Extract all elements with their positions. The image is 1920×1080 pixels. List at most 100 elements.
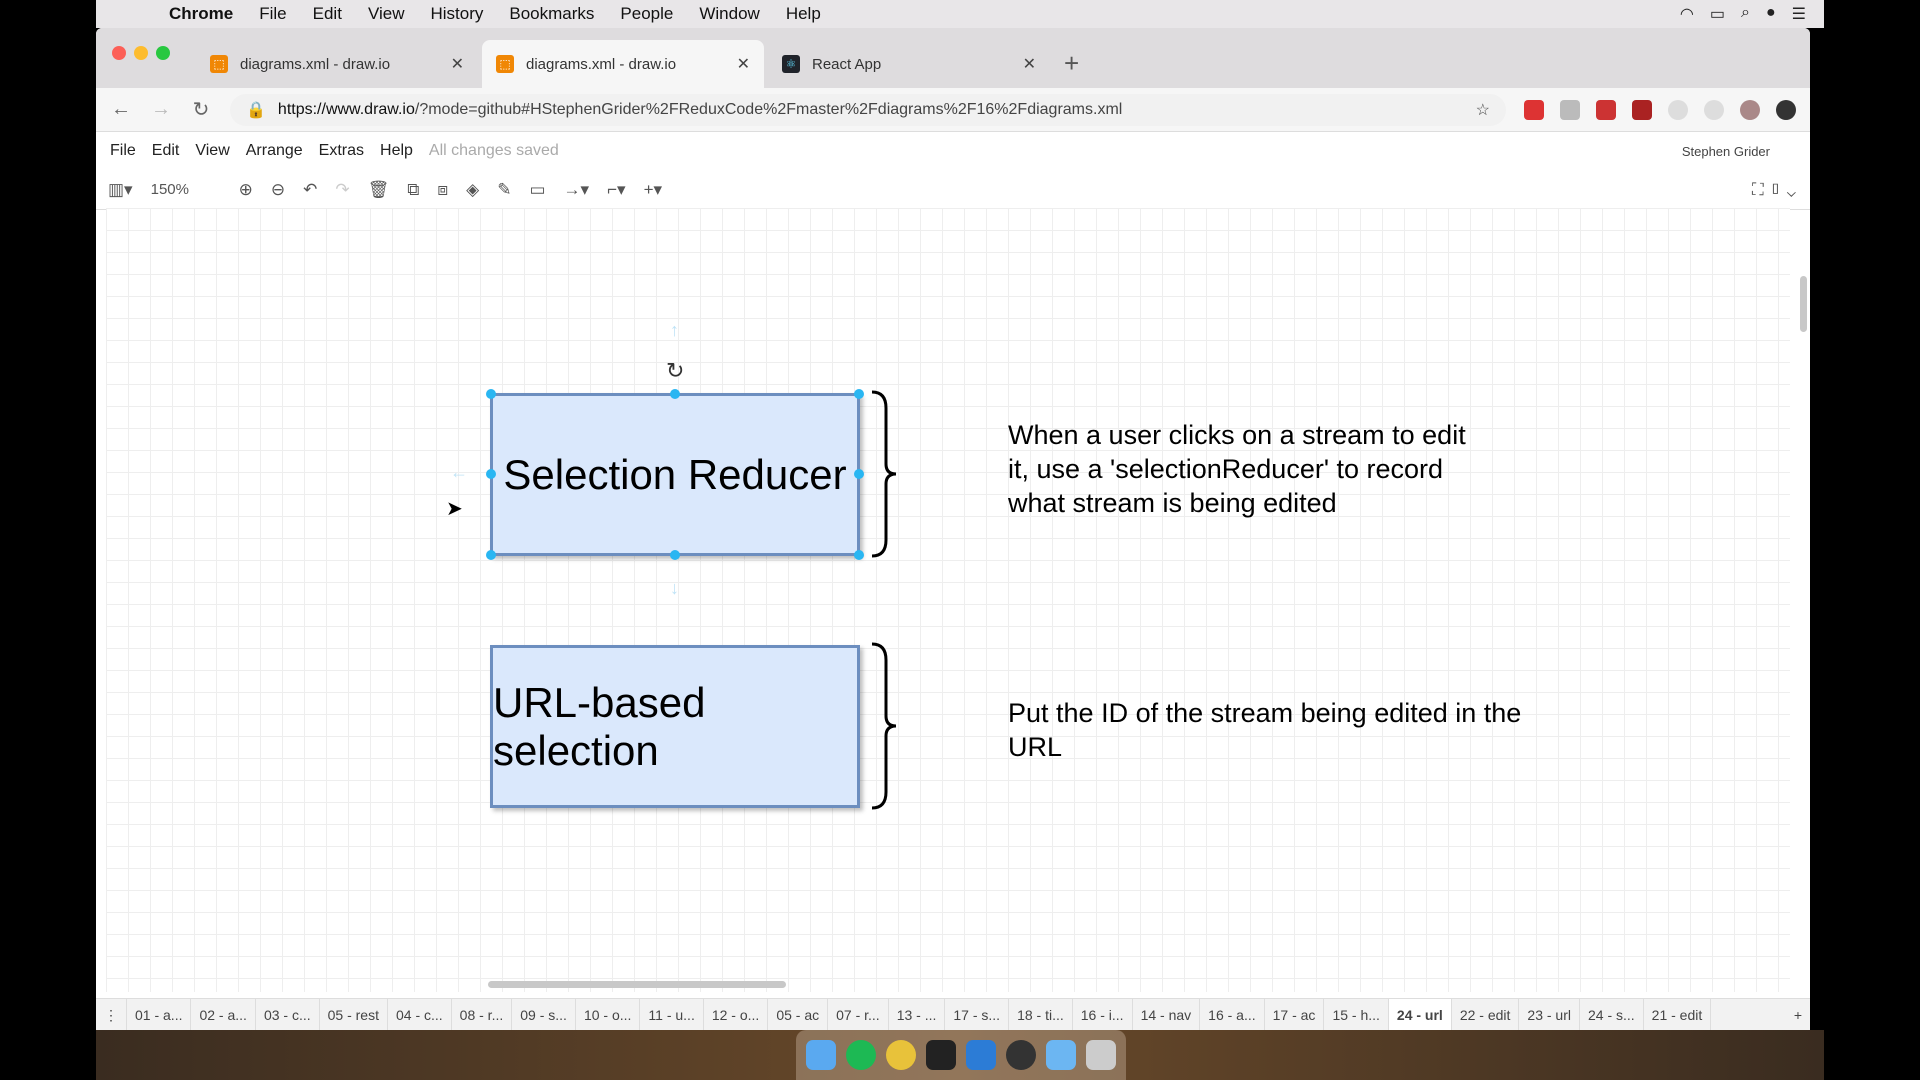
page-tab[interactable]: 24 - url xyxy=(1388,998,1452,1030)
redo-icon[interactable]: ↷ xyxy=(335,179,350,199)
page-tab[interactable]: 07 - r... xyxy=(828,998,889,1030)
minimize-window-button[interactable] xyxy=(134,46,148,60)
connect-arrow-left-icon[interactable]: ← xyxy=(450,462,468,482)
forward-icon[interactable]: → xyxy=(151,98,171,120)
menu-view[interactable]: View xyxy=(367,4,405,23)
page-tab[interactable]: 14 - nav xyxy=(1133,998,1201,1030)
description-1[interactable]: When a user clicks on a stream to edit i… xyxy=(1008,420,1466,518)
page-tab[interactable]: 23 - url xyxy=(1519,998,1580,1030)
user-menu[interactable]: Stephen Grider xyxy=(1681,143,1770,159)
fill-color-icon[interactable]: ◈ xyxy=(466,179,480,199)
drawio-menu-help[interactable]: Help xyxy=(380,142,413,159)
close-tab-icon[interactable]: ✕ xyxy=(450,56,464,73)
connect-arrow-down-icon[interactable]: ↓ xyxy=(670,578,679,598)
delete-icon[interactable]: 🗑 xyxy=(367,179,390,199)
page-tab[interactable]: 05 - rest xyxy=(320,998,388,1030)
zoom-in-icon[interactable]: ⊕ xyxy=(238,179,253,199)
page-tab[interactable]: 17 - s... xyxy=(945,998,1010,1030)
page-tab[interactable]: 21 - edit xyxy=(1644,998,1712,1030)
menu-people[interactable]: People xyxy=(620,4,674,23)
insert-icon[interactable]: +▾ xyxy=(643,179,663,199)
search-icon[interactable]: ⌕ xyxy=(1741,4,1750,21)
page-tab[interactable]: 03 - c... xyxy=(256,998,320,1030)
trash-icon[interactable] xyxy=(1086,1040,1116,1070)
reload-icon[interactable]: ↻ xyxy=(192,99,210,121)
menu-edit[interactable]: Edit xyxy=(312,4,342,23)
menu-file[interactable]: File xyxy=(259,4,287,23)
resize-handle[interactable] xyxy=(670,389,680,399)
extension-icon[interactable] xyxy=(1596,99,1616,120)
menu-bookmarks[interactable]: Bookmarks xyxy=(509,4,595,23)
wifi-icon[interactable]: ◠ xyxy=(1679,6,1694,23)
zoom-out-icon[interactable]: ⊖ xyxy=(270,179,286,199)
drawio-menu-extras[interactable]: Extras xyxy=(318,142,365,159)
css-extension-icon[interactable] xyxy=(1560,99,1580,120)
page-tab[interactable]: 08 - r... xyxy=(452,998,513,1030)
resize-handle[interactable] xyxy=(486,550,496,560)
resize-handle[interactable] xyxy=(854,389,864,399)
resize-handle[interactable] xyxy=(854,469,864,479)
menu-history[interactable]: History xyxy=(430,4,484,23)
page-tab[interactable]: 02 - a... xyxy=(191,998,256,1030)
spotify-icon[interactable] xyxy=(846,1040,876,1070)
selection-reducer-box[interactable]: Selection Reducer xyxy=(490,393,860,556)
curly-brace-1[interactable] xyxy=(868,388,908,560)
to-back-icon[interactable]: ⧈ xyxy=(437,179,449,199)
address-bar[interactable]: 🔒 https://www.draw.io/?mode=github#HStep… xyxy=(230,93,1506,126)
resize-handle[interactable] xyxy=(486,469,496,479)
opera-extension-icon[interactable] xyxy=(1524,99,1544,120)
resize-handle[interactable] xyxy=(486,389,496,399)
extension-icon[interactable] xyxy=(1704,99,1724,120)
page-tab[interactable]: 15 - h... xyxy=(1324,998,1389,1030)
pages-menu-icon[interactable]: ⋮ xyxy=(96,998,127,1030)
new-tab-button[interactable]: + xyxy=(1064,48,1080,78)
connect-arrow-up-icon[interactable]: ↑ xyxy=(670,320,679,340)
tab-diagrams-2[interactable]: ⬚ diagrams.xml - draw.io ✕ xyxy=(482,40,764,88)
rotate-handle-icon[interactable]: ↻ xyxy=(666,358,685,383)
page-tab[interactable]: 05 - ac xyxy=(768,998,829,1030)
drawio-menu-edit[interactable]: Edit xyxy=(151,142,180,159)
siri-icon[interactable]: ● xyxy=(1765,4,1776,21)
to-front-icon[interactable]: ⧉ xyxy=(407,179,420,199)
ublock-icon[interactable] xyxy=(1632,99,1652,120)
page-tab[interactable]: 16 - i... xyxy=(1073,998,1133,1030)
menu-help[interactable]: Help xyxy=(785,4,821,23)
drawio-menu-file[interactable]: File xyxy=(110,142,136,159)
bookmark-star-icon[interactable]: ☆ xyxy=(1475,101,1490,119)
horizontal-scrollbar[interactable] xyxy=(488,981,786,988)
line-color-icon[interactable]: ✎ xyxy=(497,179,512,199)
curly-brace-2[interactable] xyxy=(868,640,908,812)
battery-icon[interactable]: ▭ xyxy=(1709,6,1726,23)
zoom-select[interactable]: 150% xyxy=(150,181,189,198)
notification-center-icon[interactable]: ☰ xyxy=(1791,6,1806,23)
page-tab[interactable]: 18 - ti... xyxy=(1009,998,1073,1030)
close-tab-icon[interactable]: ✕ xyxy=(736,56,750,73)
menu-window[interactable]: Window xyxy=(699,4,760,23)
page-tab[interactable]: 10 - o... xyxy=(576,998,641,1030)
add-page-button[interactable]: + xyxy=(1793,1006,1802,1023)
page-tab[interactable]: 01 - a... xyxy=(127,998,192,1030)
resize-handle[interactable] xyxy=(670,550,680,560)
page-tab[interactable]: 24 - s... xyxy=(1580,998,1644,1030)
undo-icon[interactable]: ↶ xyxy=(303,179,318,199)
tab-diagrams-1[interactable]: ⬚ diagrams.xml - draw.io ✕ xyxy=(196,40,478,88)
diagram-canvas[interactable]: Selection Reducer ↻ ↑ ↓ ← When a user cl… xyxy=(106,208,1790,992)
back-icon[interactable]: ← xyxy=(111,98,131,120)
chrome-icon[interactable] xyxy=(886,1040,916,1070)
close-window-button[interactable] xyxy=(112,46,126,60)
terminal-icon[interactable] xyxy=(926,1040,956,1070)
waypoints-icon[interactable]: ⌐▾ xyxy=(607,179,626,199)
connection-icon[interactable]: →▾ xyxy=(563,179,590,199)
folder-icon[interactable] xyxy=(1046,1040,1076,1070)
drawio-menu-view[interactable]: View xyxy=(195,142,230,159)
profile-avatar[interactable] xyxy=(1740,99,1760,120)
shadow-icon[interactable]: ▭ xyxy=(529,179,546,199)
finder-icon[interactable] xyxy=(806,1040,836,1070)
menu-chrome[interactable]: Chrome xyxy=(169,4,234,23)
obs-icon[interactable] xyxy=(1006,1040,1036,1070)
vscode-icon[interactable] xyxy=(966,1040,996,1070)
url-based-selection-box[interactable]: URL-based selection xyxy=(490,645,860,808)
tab-react-app[interactable]: ⚛ React App ✕ xyxy=(768,40,1050,88)
page-tab[interactable]: 04 - c... xyxy=(388,998,452,1030)
maximize-window-button[interactable] xyxy=(156,46,170,60)
